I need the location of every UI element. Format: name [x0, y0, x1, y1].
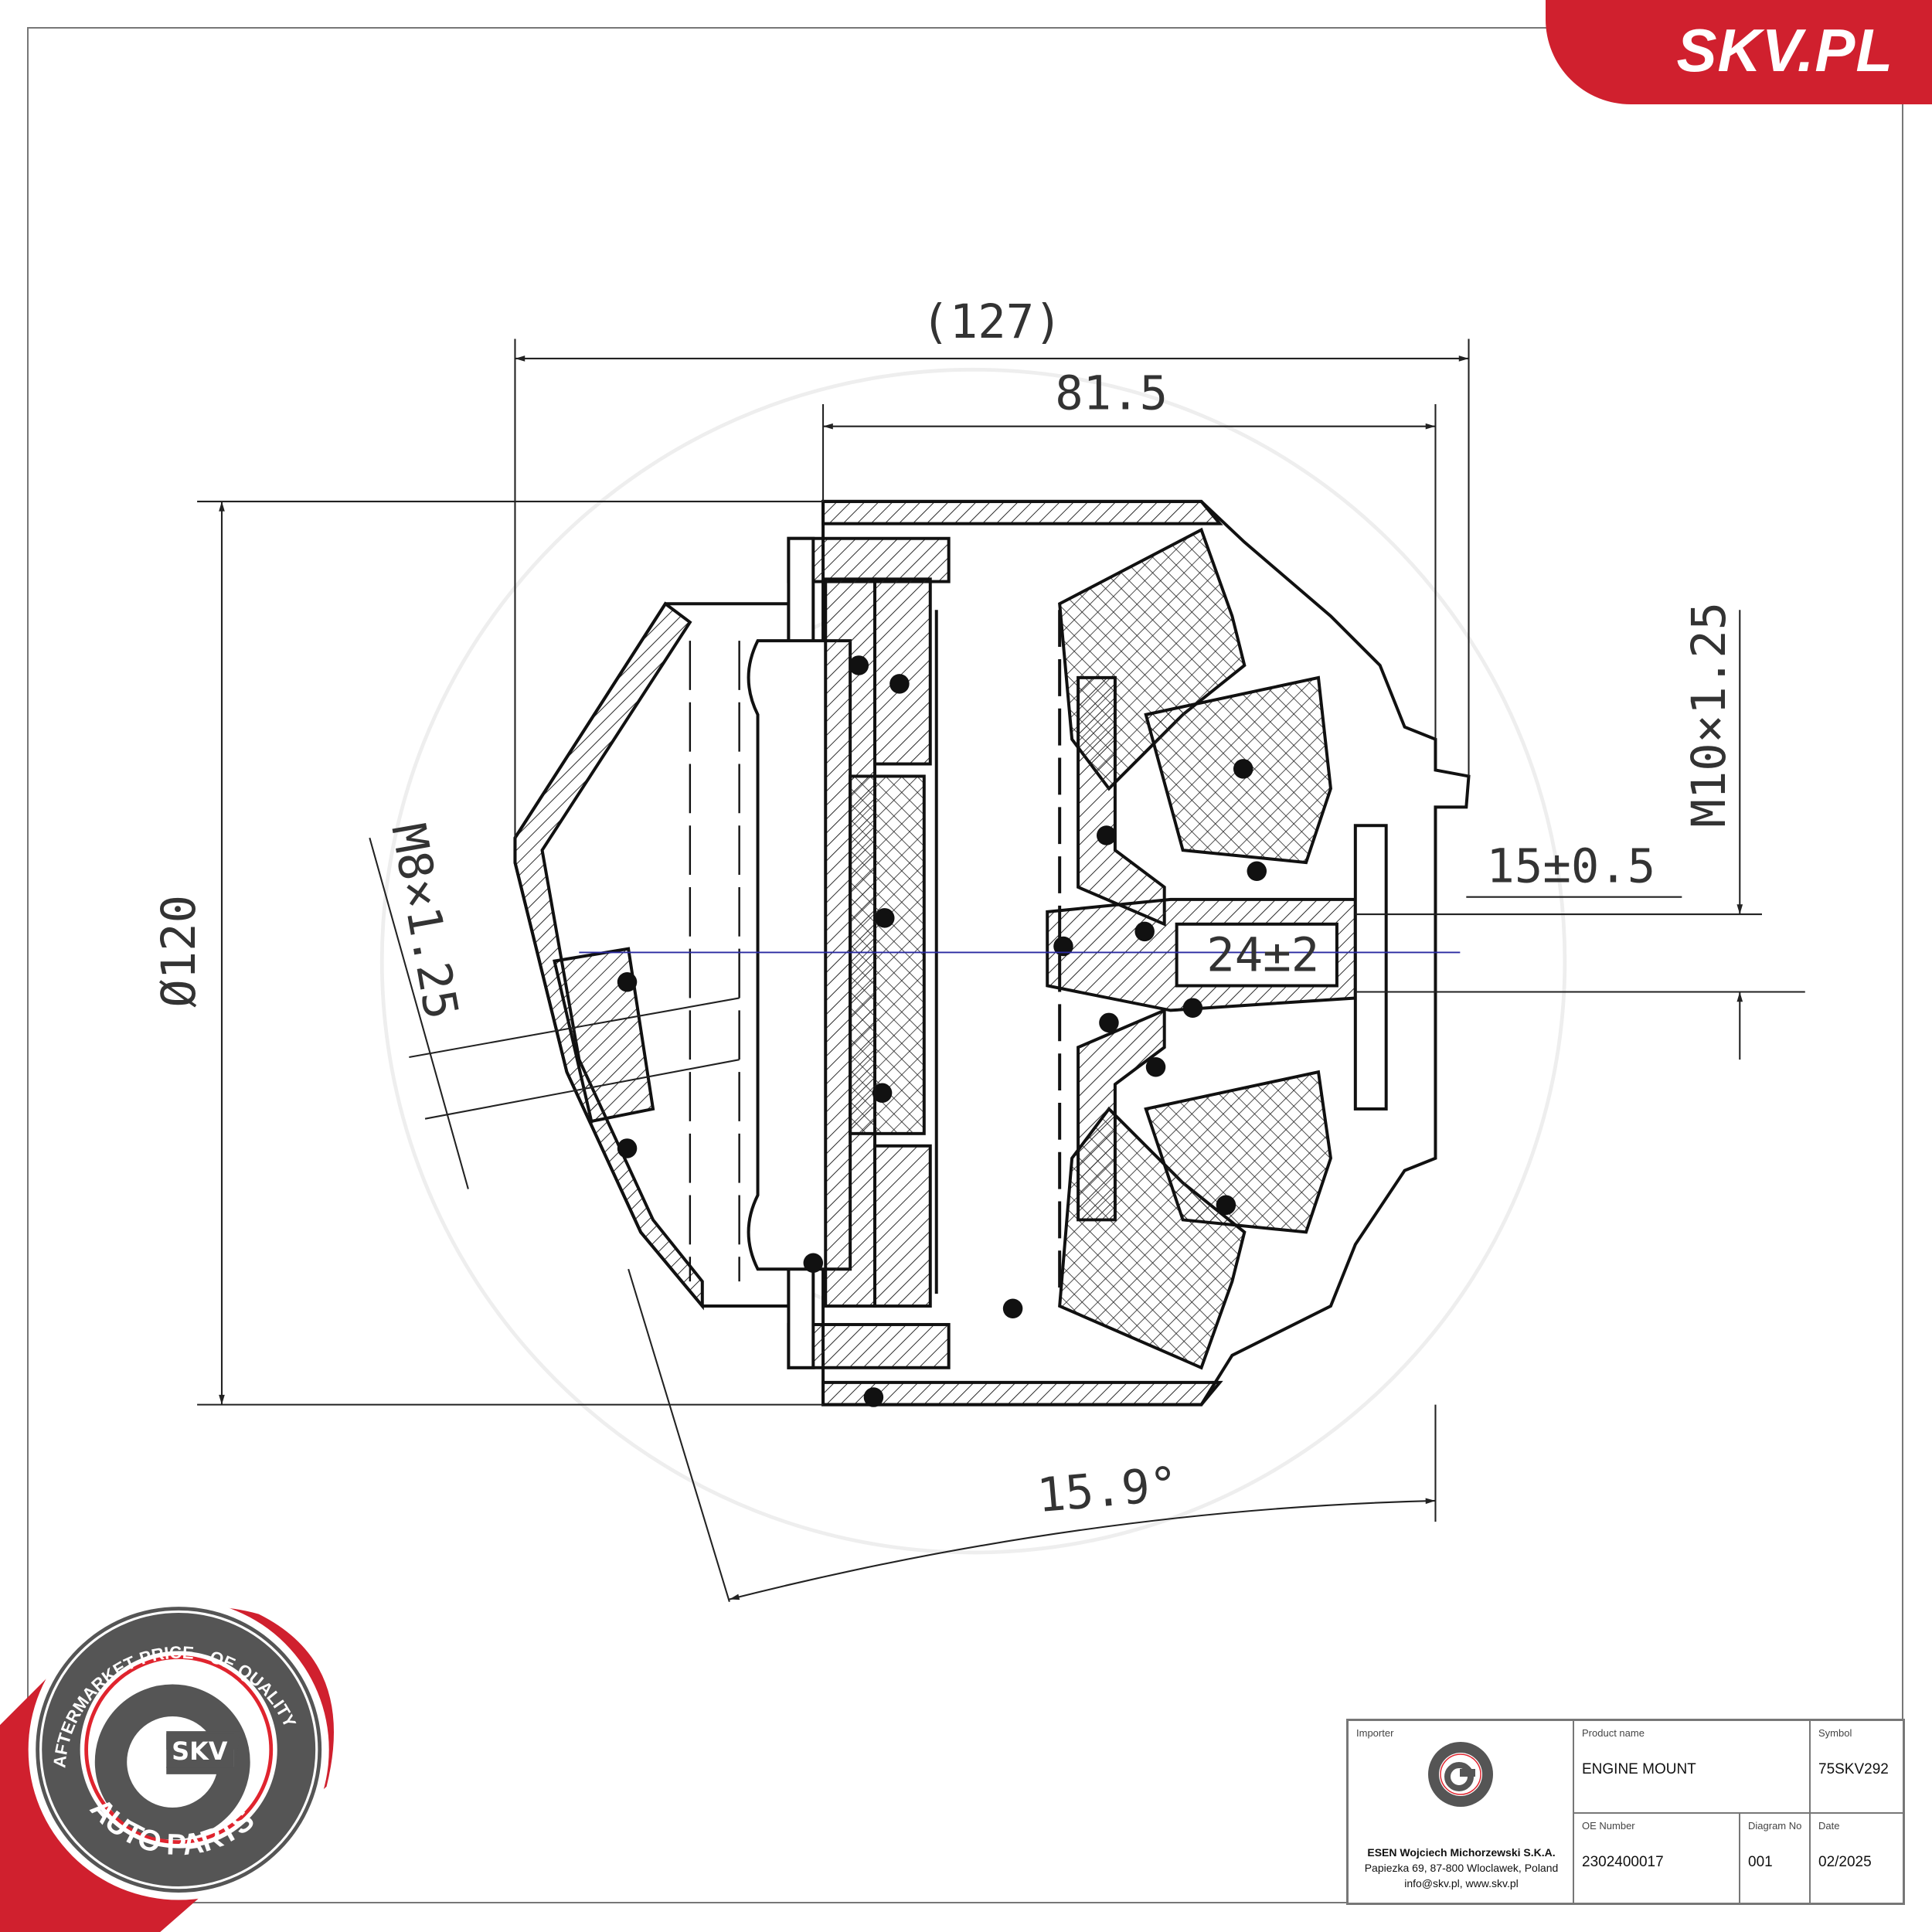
dim-inner: 24±2: [1206, 928, 1319, 982]
dim-angle: 15.9°: [1035, 1458, 1180, 1524]
date-label: Date: [1818, 1820, 1840, 1832]
brand-logo-text: SKV.PL: [1676, 16, 1893, 84]
importer-contact: info@skv.pl, www.skv.pl: [1404, 1877, 1519, 1889]
importer-cell: Importer ESEN Wojciech Michorzewski S.K.…: [1349, 1721, 1573, 1903]
diagram-no-label: Diagram No: [1748, 1820, 1802, 1832]
importer-logo: [1428, 1742, 1493, 1807]
brand-tab: SKV.PL: [1546, 0, 1932, 104]
dim-overall-length: (127): [921, 295, 1062, 349]
dim-thread-right: M10×1.25: [1682, 602, 1736, 828]
drawing-frame: [27, 27, 1903, 1903]
date-cell: Date 02/2025: [1811, 1814, 1903, 1903]
symbol-label: Symbol: [1818, 1727, 1852, 1739]
importer-label: Importer: [1356, 1727, 1394, 1739]
symbol-cell: Symbol 75SKV292: [1811, 1721, 1903, 1812]
dim-stud-length: 15±0.5: [1486, 840, 1655, 894]
dim-body-length: 81.5: [1055, 366, 1168, 420]
oe-number-value: 2302400017: [1582, 1854, 1664, 1870]
engine-mount-section: [513, 499, 1471, 1407]
oe-number-cell: OE Number 2302400017: [1574, 1814, 1739, 1903]
product-name-value: ENGINE MOUNT: [1582, 1761, 1696, 1777]
title-block: Importer ESEN Wojciech Michorzewski S.K.…: [1346, 1719, 1905, 1905]
oe-number-label: OE Number: [1582, 1820, 1635, 1832]
diagram-no-value: 001: [1748, 1854, 1773, 1870]
product-name-cell: Product name ENGINE MOUNT: [1574, 1721, 1809, 1812]
badge-center-text: SKV: [172, 1736, 228, 1766]
symbol-value: 75SKV292: [1818, 1761, 1889, 1777]
product-name-label: Product name: [1582, 1727, 1645, 1739]
diagram-no-cell: Diagram No 001: [1740, 1814, 1809, 1903]
skv-badge-logo: SKV AFTERMARKET PRICE - OE QUALITY AUTO …: [0, 1599, 335, 1932]
importer-address: Papiezka 69, 87-800 Wloclawek, Poland: [1364, 1862, 1559, 1874]
date-value: 02/2025: [1818, 1854, 1872, 1870]
dim-diameter: Ø120: [152, 895, 206, 1008]
dimensions: [197, 338, 1805, 1603]
importer-name: ESEN Wojciech Michorzewski S.K.A.: [1367, 1846, 1556, 1859]
